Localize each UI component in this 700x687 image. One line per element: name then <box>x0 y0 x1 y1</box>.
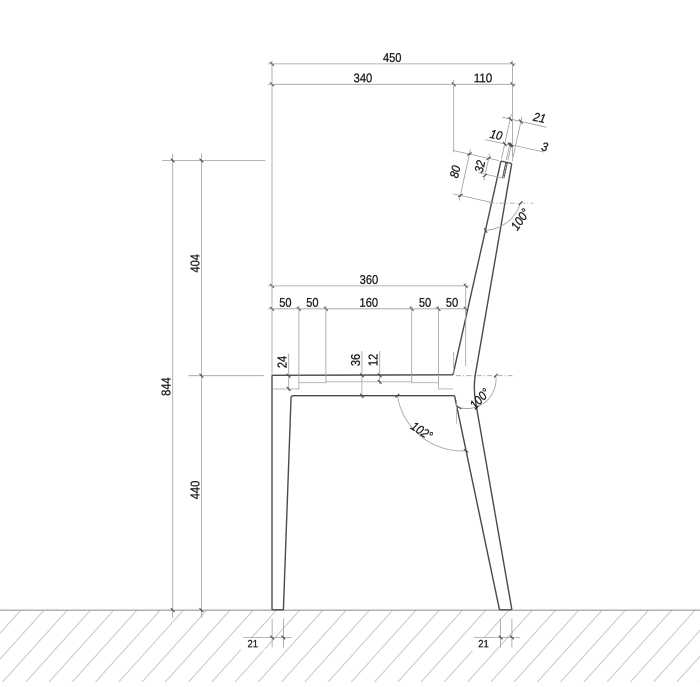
svg-text:844: 844 <box>160 377 174 396</box>
svg-text:160: 160 <box>360 296 379 310</box>
svg-text:32: 32 <box>472 159 488 174</box>
svg-text:440: 440 <box>188 481 202 500</box>
svg-text:50: 50 <box>279 296 291 310</box>
svg-text:21: 21 <box>478 638 489 650</box>
svg-text:50: 50 <box>446 296 458 310</box>
svg-text:50: 50 <box>306 296 318 310</box>
svg-text:3: 3 <box>540 139 549 154</box>
svg-text:10: 10 <box>489 127 504 143</box>
svg-text:340: 340 <box>354 71 373 85</box>
svg-text:24: 24 <box>276 356 290 368</box>
svg-text:80: 80 <box>447 164 463 179</box>
svg-text:12: 12 <box>367 354 381 366</box>
svg-text:36: 36 <box>349 354 363 366</box>
svg-text:360: 360 <box>360 273 379 287</box>
svg-text:21: 21 <box>247 638 258 650</box>
svg-text:50: 50 <box>419 296 431 310</box>
svg-text:450: 450 <box>383 51 402 65</box>
svg-text:110: 110 <box>474 71 493 85</box>
svg-text:404: 404 <box>188 254 202 273</box>
svg-text:21: 21 <box>531 110 547 127</box>
